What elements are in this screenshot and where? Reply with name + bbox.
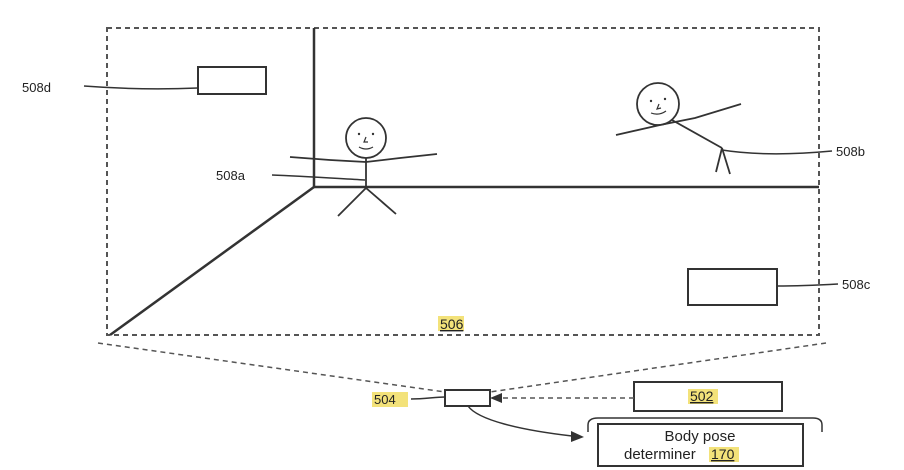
leader-line-a	[271, 174, 366, 181]
camera-device	[444, 389, 491, 407]
arrowhead-to-504	[490, 393, 502, 403]
leader-line-504	[410, 396, 446, 400]
person-b-head	[636, 82, 680, 126]
arrowhead-to-determiner	[571, 431, 584, 442]
label-508d: 508d	[22, 80, 51, 95]
highlight-170	[709, 447, 739, 462]
determiner-line-2: determiner	[624, 446, 696, 463]
source-box-502	[633, 381, 783, 412]
label-508c: 508c	[842, 277, 871, 292]
room-lines	[109, 28, 819, 337]
determiner-line-1: Body pose	[665, 428, 736, 445]
arrow-504-to-determiner	[467, 405, 573, 437]
highlight-504	[372, 392, 408, 407]
object-box-c	[687, 268, 778, 306]
leader-line-c	[776, 283, 839, 287]
object-box-d	[197, 66, 267, 95]
label-504: 504	[374, 392, 396, 407]
highlight-502	[688, 389, 718, 404]
highlight-506	[438, 316, 464, 331]
person-a-figure	[289, 117, 438, 217]
label-508a: 508a	[216, 168, 246, 183]
person-b-figure	[615, 82, 742, 175]
scene-boundary	[106, 27, 820, 336]
label-506: 506	[440, 316, 464, 332]
determiner-box-170	[597, 423, 804, 467]
label-502: 502	[690, 388, 714, 404]
brace-determiner	[587, 417, 823, 432]
leader-line-d	[83, 85, 199, 90]
label-170: 170	[711, 446, 735, 462]
fov-line-right	[489, 342, 827, 393]
leader-line-b	[721, 149, 833, 155]
label-508b: 508b	[836, 144, 865, 159]
fov-line-left	[97, 342, 446, 393]
